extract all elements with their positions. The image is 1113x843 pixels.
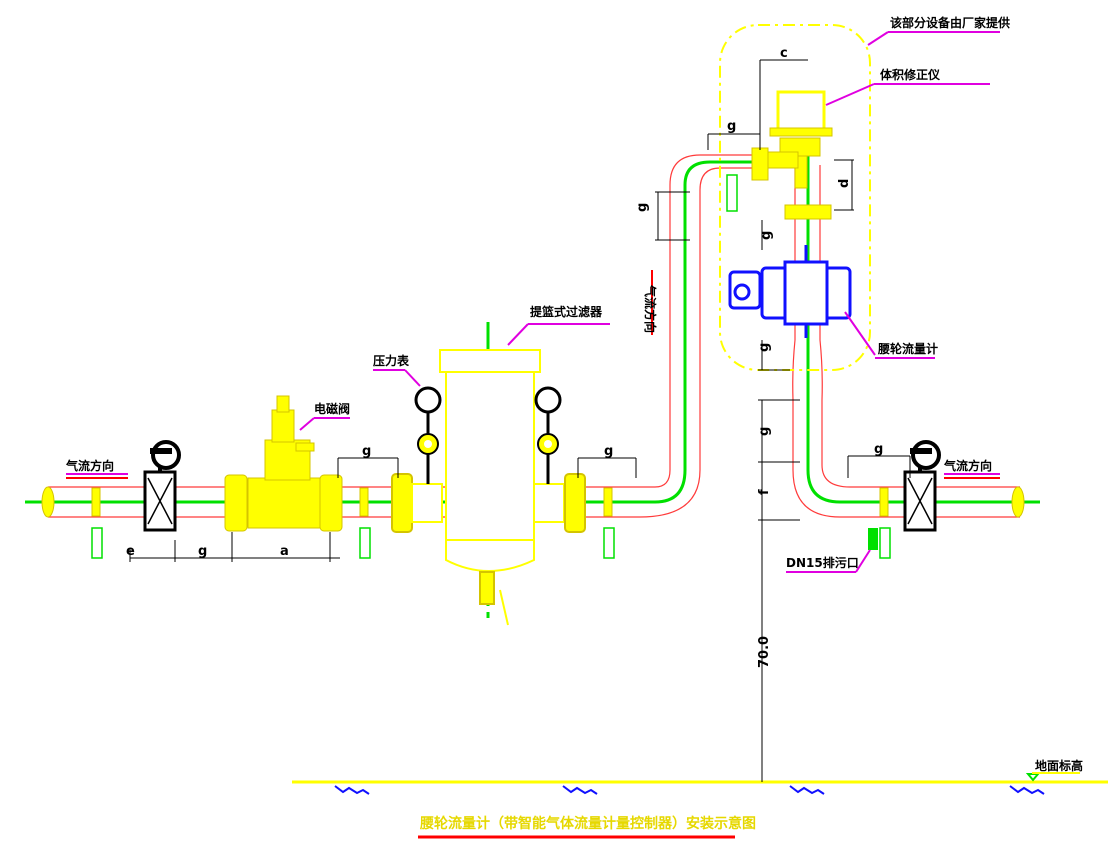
vendor-note-label: 该部分设备由厂家提供 [890, 15, 1010, 30]
dim-g-2: g [362, 444, 371, 459]
dim-g-5: g [727, 119, 736, 134]
dim-g-1: g [198, 544, 207, 559]
ground-line: 地面标高 [292, 758, 1108, 795]
volume-corrector-label: 体积修正仪 [880, 67, 941, 82]
basket-filter: 提篮式过滤器 [391, 304, 610, 626]
dim-c: c [780, 46, 788, 61]
dim-g-7: g [759, 231, 774, 240]
dim-g-6: g [635, 203, 650, 212]
ground-level-label: 地面标高 [1035, 758, 1083, 773]
gas-flow-vertical-label: 气流方向 [643, 284, 658, 333]
dim-g-8: g [757, 343, 772, 352]
dim-g-4: g [874, 442, 883, 457]
solenoid-valve: 电磁阀 [224, 395, 350, 532]
inlet-section: 气流方向 [41, 440, 181, 559]
pressure-gauge-right [534, 386, 562, 484]
dim-height: 70.0 [757, 636, 772, 668]
pressure-gauge-left [414, 386, 442, 484]
gate-valve-right [903, 440, 941, 532]
dim-a: a [280, 544, 289, 559]
dim-g-9: g [757, 427, 772, 436]
dimension-labels: e g a g g g g g c d g g g f 70.0 [126, 46, 883, 668]
gas-flow-vertical: 气流方向 [643, 270, 658, 335]
dim-f: f [757, 489, 772, 495]
gas-flow-left-label: 气流方向 [65, 458, 114, 473]
vendor-supplied-box: 该部分设备由厂家提供 [719, 15, 1010, 371]
gate-valve-left [143, 440, 181, 532]
filter-label: 提篮式过滤器 [530, 304, 603, 319]
outlet-section: 气流方向 DN15排污口 [786, 440, 1025, 573]
dn15-label: DN15排污口 [786, 555, 859, 570]
volume-corrector: 体积修正仪 [751, 67, 990, 220]
dim-g-3: g [604, 444, 613, 459]
pressure-gauge-label: 压力表 [373, 353, 410, 368]
dim-e: e [126, 544, 135, 559]
solenoid-valve-label: 电磁阀 [314, 401, 350, 416]
flowmeter-label: 腰轮流量计 [877, 341, 938, 356]
dimensions [129, 59, 911, 782]
title-text: 腰轮流量计（带智能气体流量计量控制器）安装示意图 [419, 815, 756, 832]
gas-flow-right-label: 气流方向 [943, 458, 992, 473]
dim-d: d [837, 179, 852, 188]
roots-flowmeter: 腰轮流量计 [728, 245, 938, 359]
drawing-title: 腰轮流量计（带智能气体流量计量控制器）安装示意图 [418, 815, 756, 839]
